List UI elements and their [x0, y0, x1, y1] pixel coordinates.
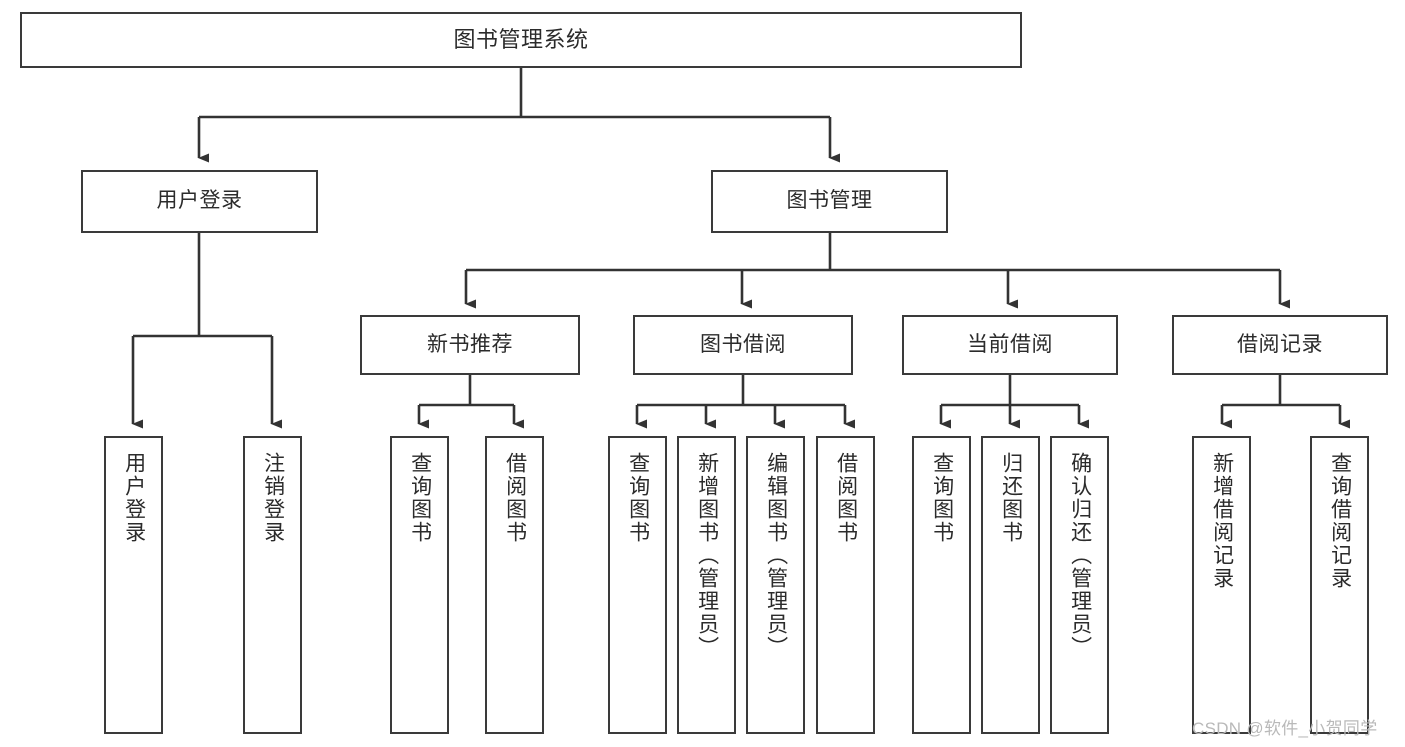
node-new-book-recommend[interactable]: 新书推荐: [360, 315, 580, 375]
node-borrow-record-label: 借阅记录: [1237, 332, 1323, 356]
leaf-br-add-record-label: 新增借阅记录: [1210, 452, 1234, 590]
node-book-management[interactable]: 图书管理: [711, 170, 948, 233]
leaf-br-query-record-label: 查询借阅记录: [1328, 452, 1352, 590]
leaf-bb-query-book-label: 查询图书: [626, 452, 650, 544]
node-root[interactable]: 图书管理系统: [20, 12, 1022, 68]
leaf-bb-add-book[interactable]: 新增图书（管理员）: [677, 436, 736, 734]
leaf-user-login[interactable]: 用户登录: [104, 436, 163, 734]
leaf-bb-borrow-book[interactable]: 借阅图书: [816, 436, 875, 734]
leaf-cb-query-book[interactable]: 查询图书: [912, 436, 971, 734]
leaf-nb-borrow-book[interactable]: 借阅图书: [485, 436, 544, 734]
watermark: CSDN @软件_小贺同学: [1192, 719, 1378, 738]
leaf-cb-confirm-return-label: 确认归还（管理员）: [1068, 452, 1092, 659]
leaf-nb-query-book[interactable]: 查询图书: [390, 436, 449, 734]
leaf-bb-borrow-book-label: 借阅图书: [834, 452, 858, 544]
node-user-login[interactable]: 用户登录: [81, 170, 318, 233]
node-root-label: 图书管理系统: [453, 27, 589, 53]
leaf-br-query-record[interactable]: 查询借阅记录: [1310, 436, 1369, 734]
node-user-login-label: 用户登录: [156, 189, 243, 213]
leaf-logout-label: 注销登录: [261, 452, 285, 544]
leaf-bb-edit-book-label: 编辑图书（管理员）: [764, 452, 788, 659]
leaf-cb-confirm-return[interactable]: 确认归还（管理员）: [1050, 436, 1109, 734]
leaf-bb-add-book-label: 新增图书（管理员）: [695, 452, 719, 659]
leaf-user-login-label: 用户登录: [122, 452, 146, 544]
leaf-cb-return-book-label: 归还图书: [999, 452, 1023, 544]
leaf-cb-query-book-label: 查询图书: [930, 452, 954, 544]
leaf-nb-query-book-label: 查询图书: [408, 452, 432, 544]
leaf-bb-edit-book[interactable]: 编辑图书（管理员）: [746, 436, 805, 734]
node-book-borrow[interactable]: 图书借阅: [633, 315, 853, 375]
leaf-cb-return-book[interactable]: 归还图书: [981, 436, 1040, 734]
leaf-bb-query-book[interactable]: 查询图书: [608, 436, 667, 734]
node-borrow-record[interactable]: 借阅记录: [1172, 315, 1388, 375]
node-new-book-recommend-label: 新书推荐: [427, 332, 513, 356]
node-current-borrow-label: 当前借阅: [967, 332, 1053, 356]
leaf-nb-borrow-book-label: 借阅图书: [503, 452, 527, 544]
node-current-borrow[interactable]: 当前借阅: [902, 315, 1118, 375]
node-book-borrow-label: 图书借阅: [700, 332, 786, 356]
node-book-management-label: 图书管理: [786, 189, 873, 213]
leaf-br-add-record[interactable]: 新增借阅记录: [1192, 436, 1251, 734]
leaf-logout[interactable]: 注销登录: [243, 436, 302, 734]
